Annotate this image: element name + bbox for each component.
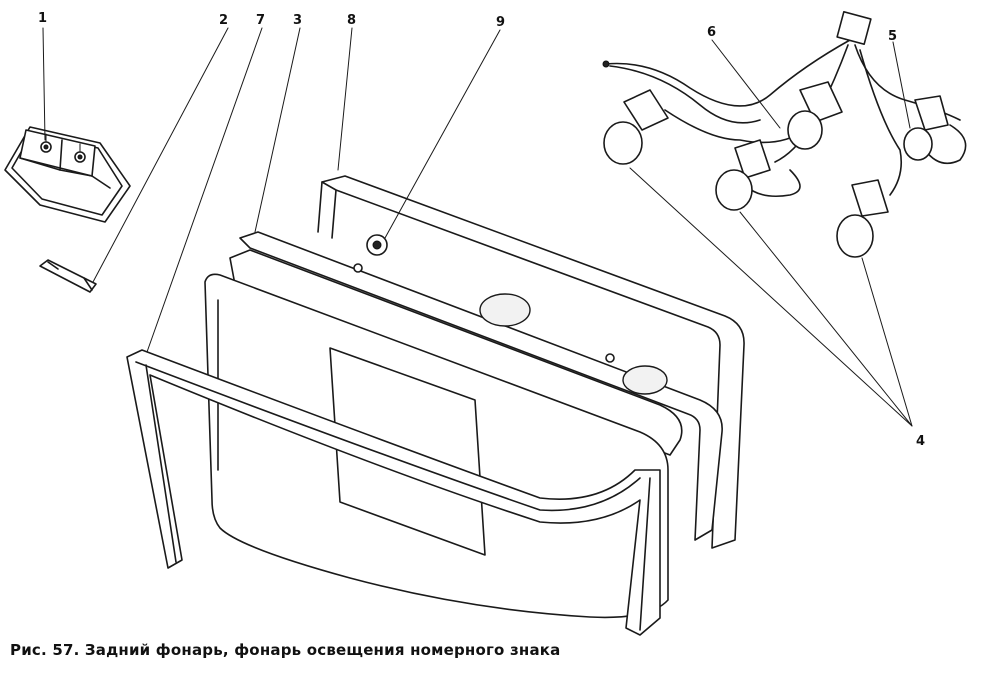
callout-3: 3	[293, 13, 302, 28]
tail-bulb-1	[603, 89, 669, 165]
callout-7: 7	[256, 13, 265, 28]
callout-8: 8	[347, 13, 356, 28]
part-9-nut	[366, 234, 388, 256]
callout-4: 4	[916, 434, 925, 449]
part-8-housing-gasket	[317, 175, 745, 549]
leader-lines	[42, 27, 913, 427]
callout-6: 6	[707, 25, 716, 40]
wiring-harness	[602, 11, 967, 198]
callout-1: 1	[38, 11, 47, 26]
part-2-festoon-bulb	[39, 259, 97, 293]
tail-bulb-4	[903, 95, 949, 161]
callout-5: 5	[888, 29, 897, 44]
tail-bulb-3	[787, 81, 843, 150]
part-3-lamp-body	[229, 231, 723, 541]
figure-caption: Рис. 57. Задний фонарь, фонарь освещения…	[10, 641, 561, 659]
tail-bulb-2	[715, 139, 771, 211]
callout-9: 9	[496, 15, 505, 30]
part-7-frame	[126, 349, 661, 636]
part-1-license-plate-lamp	[4, 126, 131, 223]
callout-2: 2	[219, 13, 228, 28]
tail-bulb-5	[836, 179, 889, 258]
callout-labels: 1 2 7 3 8 9 6 5 4	[38, 11, 925, 449]
